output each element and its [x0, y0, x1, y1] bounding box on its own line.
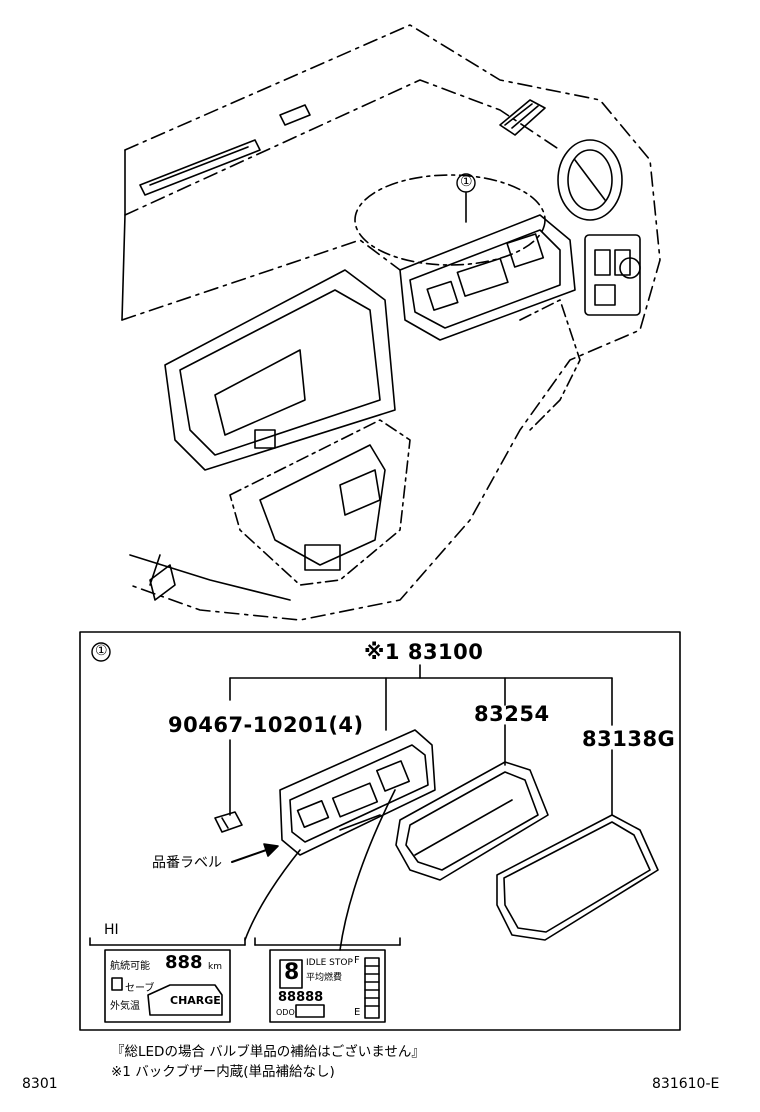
display-right-digit: 8 — [284, 960, 300, 985]
detail-box — [79, 631, 681, 1031]
note-led: 『総LEDの場合 バルブ単品の補給はございません』 — [111, 1044, 425, 1060]
detail-box-callout: ① — [95, 643, 108, 659]
display-left-unit: km — [208, 962, 222, 972]
footer-figure-code: 831610-E — [652, 1076, 720, 1092]
display-left-save: セーブ — [125, 983, 155, 994]
dash-outline — [124, 24, 661, 621]
display-right-odo: ODO — [276, 1008, 295, 1017]
footer-section-code: 8301 — [22, 1076, 58, 1092]
part-number-83100: ※1 83100 — [364, 640, 484, 664]
display-left — [104, 949, 231, 1023]
display-right-idle: IDLE STOP — [306, 958, 353, 968]
display-left-digits: 888 — [165, 952, 203, 973]
display-right-empty: E — [354, 1007, 361, 1018]
display-right-odo-digits: 88888 — [278, 990, 324, 1005]
part-number-lens: 83138G — [582, 727, 676, 751]
display-left-text1: 航続可能 — [110, 961, 150, 972]
part-number-ring: 83254 — [474, 702, 550, 726]
part-label-tag: 品番ラベル — [152, 855, 222, 871]
part-number-screw: 90467-10201(4) — [168, 713, 364, 737]
callout-number-top: ① — [460, 174, 473, 190]
display-right-full: F — [354, 955, 360, 966]
note-buzzer: ※1 バックブザー内蔵(単品補給なし) — [111, 1064, 335, 1080]
display-right — [269, 949, 386, 1023]
display-left-temp: 外気温 — [110, 1001, 140, 1012]
display-left-charge: CHARGE — [170, 994, 221, 1007]
display-right-avg: 平均燃費 — [306, 973, 343, 983]
grade-label: HI — [104, 922, 119, 938]
